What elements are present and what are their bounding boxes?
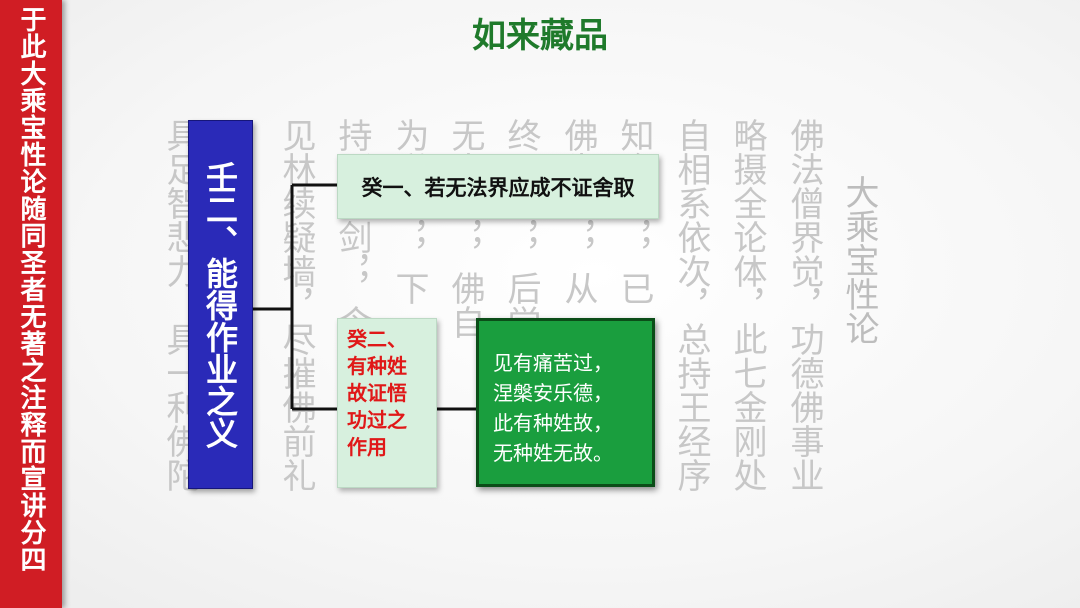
background-column: 见林续疑墙，尽摧佛前礼	[276, 118, 316, 492]
root-node-label: 壬二、能得作业之义	[201, 161, 239, 449]
leaf-line: 涅槃安乐德，	[493, 381, 613, 405]
page-title: 如来藏品	[472, 16, 608, 56]
sidebar-heading: 于此大乘宝性论随同圣者无著之注释而宣讲分四	[16, 6, 46, 573]
leaf-line: 此有种姓故，	[493, 411, 613, 435]
background-column: 自相系依次，总持王经序	[671, 118, 711, 492]
branch1-node: 癸一、若无法界应成不证舍取	[337, 154, 659, 219]
branch2-line: 功过之	[347, 408, 407, 432]
leaf-line: 无种姓无故。	[493, 441, 613, 465]
background-column: 大乘宝性论	[839, 175, 879, 345]
leaf-node: 见有痛苦过， 涅槃安乐德， 此有种姓故， 无种姓无故。	[476, 318, 655, 487]
branch2-line: 有种姓	[347, 354, 407, 378]
branch1-label: 癸一、若无法界应成不证舍取	[361, 175, 635, 200]
background-column: 略摄全论体，此七金刚处	[727, 118, 767, 492]
background-column: 佛法僧界觉，功德佛事业	[784, 118, 824, 492]
branch2-line: 癸二、	[347, 327, 407, 351]
branch2-line: 作用	[347, 435, 387, 459]
leaf-line: 见有痛苦过，	[493, 351, 613, 375]
sidebar-banner: 于此大乘宝性论随同圣者无著之注释而宣讲分四	[0, 0, 62, 608]
branch2-node: 癸二、 有种姓 故证悟 功过之 作用	[337, 318, 437, 488]
root-node: 壬二、能得作业之义	[188, 120, 253, 489]
branch2-line: 故证悟	[347, 381, 407, 405]
